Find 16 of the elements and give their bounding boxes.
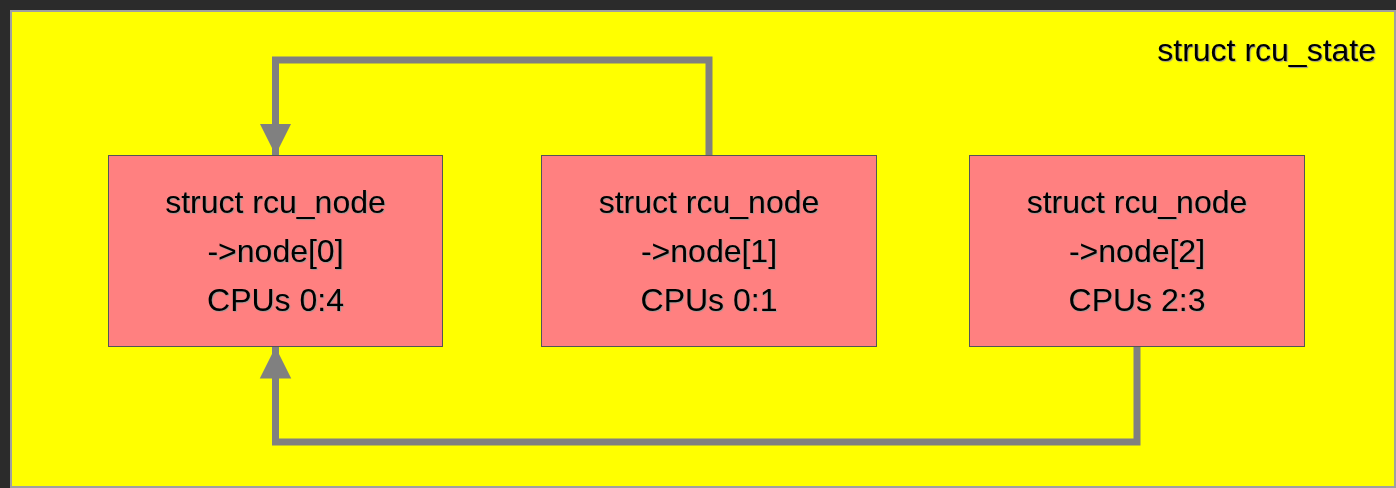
node-box — [541, 155, 877, 347]
node-text: ->node[2] — [1068, 235, 1206, 267]
node-text: struct rcu_node — [1026, 186, 1248, 218]
node-text: ->node[0] — [207, 235, 344, 267]
node-text: CPUs 0:4 — [207, 284, 344, 316]
node-text: ->node[1] — [640, 235, 778, 267]
panel-title: struct rcu_state — [1157, 34, 1376, 66]
node-text: struct rcu_node — [598, 186, 820, 218]
node-box — [969, 155, 1305, 347]
node-box — [108, 155, 443, 347]
arrow — [259, 347, 1141, 446]
arrow — [259, 56, 713, 155]
state-panel — [10, 10, 1396, 488]
node-text: CPUs 0:1 — [640, 284, 778, 316]
node-text: struct rcu_node — [165, 186, 386, 218]
node-text: CPUs 2:3 — [1068, 284, 1206, 316]
